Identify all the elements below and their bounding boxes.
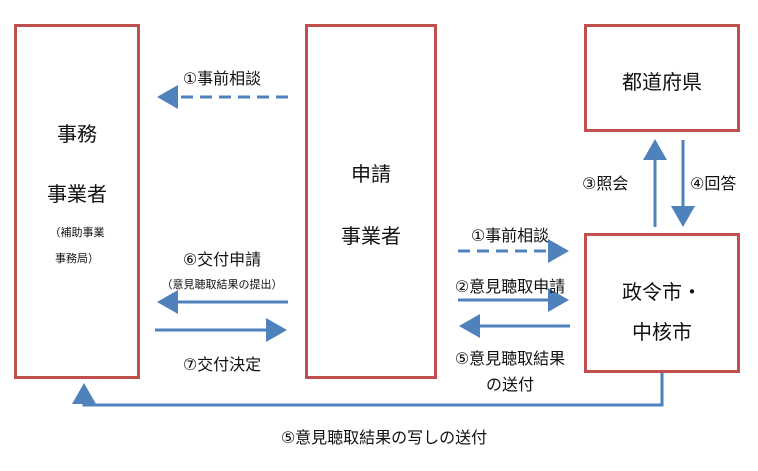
prefecture-box [584, 24, 740, 132]
city-box [584, 233, 740, 373]
reply-label: ④回答 [690, 174, 737, 193]
prior-consult-left-label: ①事前相談 [182, 69, 262, 88]
applicant-name-line2: 事業者 [341, 224, 401, 248]
grant-application-label: ⑥交付申請 [182, 250, 262, 269]
applicant-box [305, 24, 437, 379]
prior-consult-right-label: ①事前相談 [470, 226, 550, 245]
opinion-result-copy-label: ⑤意見聴取結果の写しの送付 [280, 428, 488, 447]
office-name-line2: 事業者 [47, 182, 107, 206]
office-sub-line2: 事務局） [55, 252, 99, 265]
opinion-request-label: ②意見聴取申請 [454, 277, 566, 296]
office-name-line1: 事務 [57, 122, 97, 146]
prefecture-name: 都道府県 [622, 70, 702, 94]
grant-decision-label: ⑦交付決定 [182, 355, 262, 374]
applicant-name-line1: 申請 [351, 162, 391, 186]
office-sub-line1: （補助事業 [49, 226, 105, 239]
inquiry-label: ③照会 [582, 174, 629, 193]
opinion-result-label-line1: ⑤意見聴取結果 [454, 349, 566, 368]
grant-application-note: （意見聴取結果の提出） [161, 278, 283, 291]
opinion-result-copy-arrow [72, 373, 664, 407]
city-name-line2: 中核市 [632, 320, 692, 344]
opinion-result-label-line2: の送付 [485, 375, 535, 394]
city-name-line1: 政令市・ [622, 280, 702, 304]
office-box [14, 24, 140, 379]
